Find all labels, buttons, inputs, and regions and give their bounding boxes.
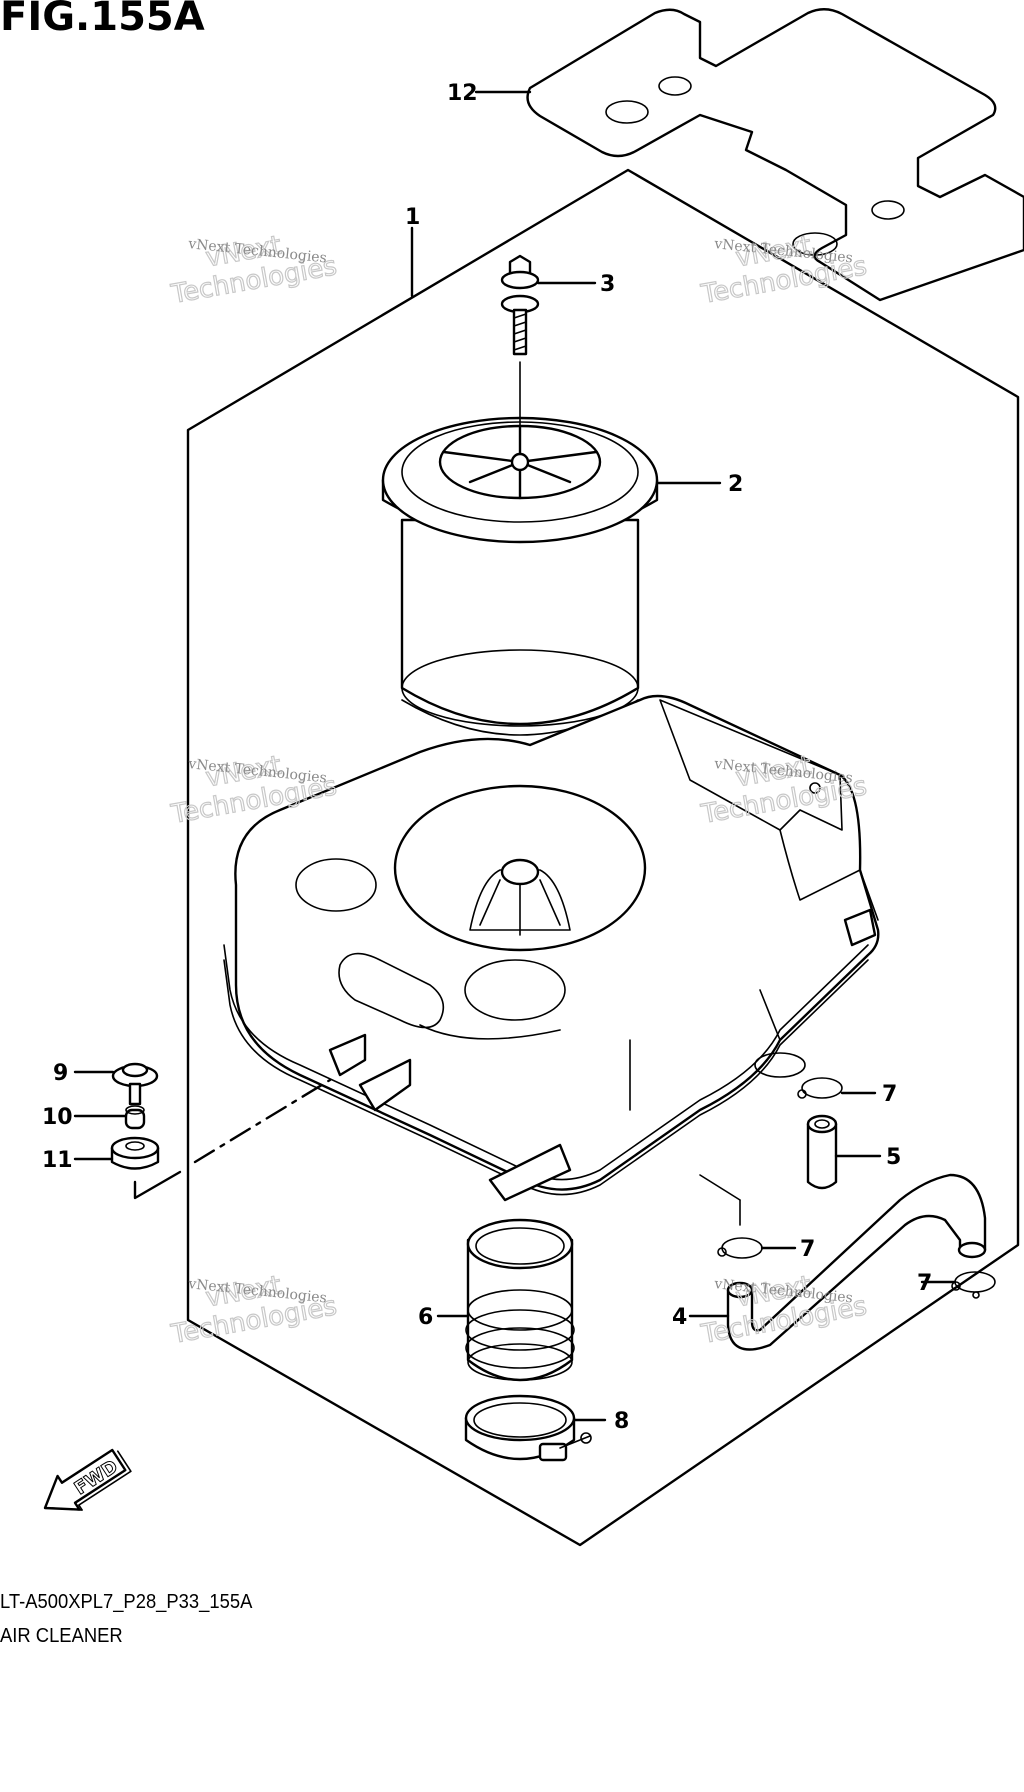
part-1-case <box>223 694 880 1226</box>
callout-7-right: 7 <box>917 1271 932 1296</box>
callout-labels: 1 2 3 4 5 6 7 7 7 8 9 10 11 12 <box>42 81 932 1434</box>
callout-10: 10 <box>42 1105 73 1130</box>
part-5-short-hose <box>806 1114 838 1190</box>
callout-2: 2 <box>728 472 743 497</box>
callout-1: 1 <box>405 205 420 230</box>
callout-11: 11 <box>42 1148 73 1173</box>
figure-name: AIR CLEANER <box>0 1625 123 1647</box>
part-2-filter-element <box>381 361 659 736</box>
part-6-intake-boot <box>465 1218 575 1382</box>
part-3-screw <box>500 254 540 356</box>
figure-title: FIG.155A <box>0 0 205 40</box>
figure-code: LT-A500XPL7_P28_P33_155A <box>0 1591 253 1613</box>
callout-3: 3 <box>600 272 615 297</box>
leader-lines <box>73 90 957 1422</box>
part-12-gasket <box>526 8 1024 302</box>
part-4-breather-hose <box>726 1173 987 1351</box>
callout-7-upper: 7 <box>882 1082 897 1107</box>
part-7-clamps <box>717 1077 996 1299</box>
callout-12: 12 <box>447 81 478 106</box>
fwd-arrow-icon: FWD <box>43 1448 132 1511</box>
parts-9-10-11-mounting <box>110 1062 332 1200</box>
part-8-hose-clamp <box>464 1394 592 1462</box>
callout-5: 5 <box>886 1145 901 1170</box>
callout-8: 8 <box>614 1409 629 1434</box>
callout-4: 4 <box>672 1305 687 1330</box>
callout-9: 9 <box>53 1061 68 1086</box>
callout-7-middle: 7 <box>800 1237 815 1262</box>
callout-6: 6 <box>418 1305 433 1330</box>
assembly-frame <box>186 168 1020 1547</box>
